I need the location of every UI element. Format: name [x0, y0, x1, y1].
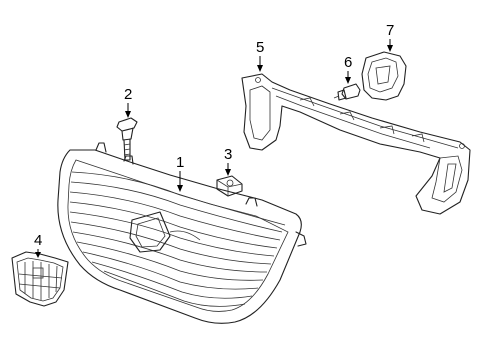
svg-text:5: 5 [256, 39, 264, 56]
emblem-part [11, 251, 69, 307]
svg-text:4: 4 [34, 232, 42, 249]
nut-part [216, 175, 243, 197]
callout-4: 4 [34, 232, 42, 258]
svg-text:7: 7 [386, 22, 394, 39]
cover-part [361, 51, 407, 101]
grille-part [57, 142, 307, 324]
bracket-part [241, 73, 471, 215]
callout-1: 1 [176, 154, 184, 192]
svg-text:1: 1 [176, 154, 184, 171]
callout-6: 6 [344, 54, 352, 84]
bolt-part [116, 117, 138, 161]
screw-part [333, 83, 361, 101]
svg-text:6: 6 [344, 54, 352, 71]
callout-5: 5 [256, 39, 264, 72]
callout-7: 7 [386, 22, 394, 52]
callout-3: 3 [224, 146, 232, 176]
svg-text:3: 3 [224, 146, 232, 163]
svg-text:2: 2 [124, 86, 132, 103]
callout-2: 2 [124, 86, 132, 118]
